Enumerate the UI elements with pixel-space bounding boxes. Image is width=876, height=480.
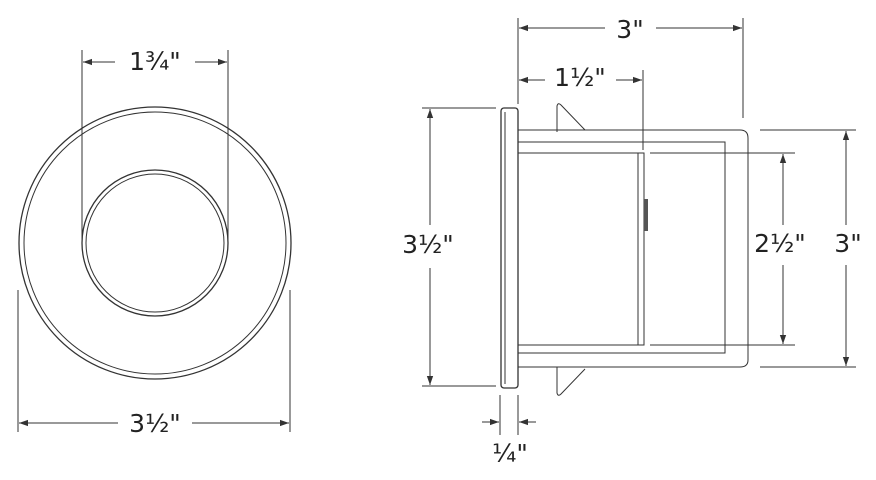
- bottom-clip: [556, 367, 586, 396]
- flange: [500, 107, 519, 389]
- flange-thickness-label: ¼": [492, 439, 528, 468]
- inner-depth-label: 1½": [554, 63, 606, 92]
- flange-height-label: 3½": [402, 230, 454, 259]
- label-backing: [831, 228, 865, 259]
- front-view: 1¾" 3½": [17, 46, 292, 439]
- inner-opening-edge: [85, 173, 225, 313]
- inner-module-edge: [637, 152, 645, 346]
- side-view: 3" 1½" 3½" 2½" 3" ¼": [399, 14, 865, 469]
- body-height-label: 3": [834, 229, 861, 258]
- label-backing: [551, 62, 609, 93]
- label-backing: [489, 438, 531, 469]
- outer-ring: [18, 106, 292, 380]
- label-backing: [126, 408, 184, 439]
- label-backing: [126, 46, 184, 77]
- outer-diameter-label: 3½": [129, 409, 181, 438]
- housing-interior: [517, 141, 726, 354]
- module-tab: [644, 199, 648, 231]
- label-backing: [399, 229, 457, 260]
- outer-ring-inner-edge: [23, 111, 287, 375]
- inner-module: [517, 152, 639, 346]
- depth-label: 3": [616, 15, 643, 44]
- inner-diameter-label: 1¾": [129, 47, 181, 76]
- label-backing: [751, 228, 809, 259]
- label-backing: [613, 14, 647, 45]
- inner-opening: [81, 169, 229, 317]
- top-clip: [556, 103, 586, 132]
- housing-body: [517, 129, 749, 368]
- inner-height-label: 2½": [754, 229, 806, 258]
